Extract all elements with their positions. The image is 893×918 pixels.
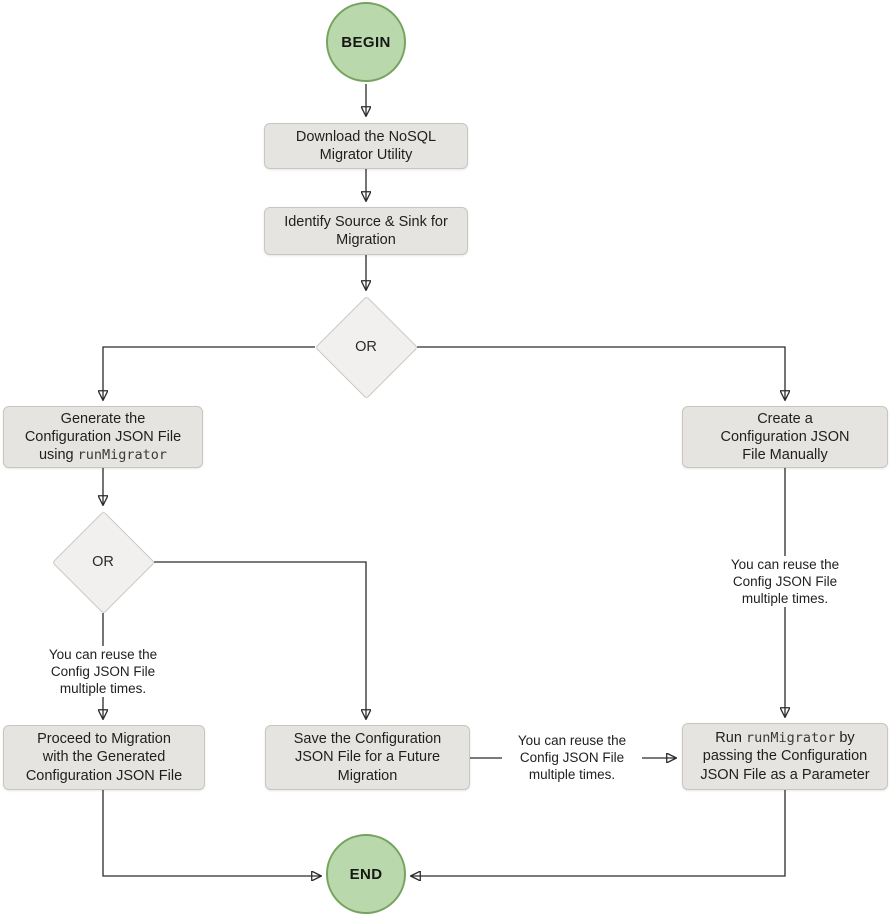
run-migrator-text: by (835, 730, 855, 747)
create-config-line: Create a (757, 410, 813, 427)
save-config-line: Save the Configuration (293, 731, 442, 748)
reuse-note-center: You can reuse the Config JSON File multi… (502, 732, 642, 783)
reuse-note-line: Config JSON File (519, 750, 625, 765)
connector-run-end (412, 790, 786, 876)
download-utility-node: Download the NoSQL Migrator Utility (264, 123, 468, 169)
create-config-line: Configuration JSON (720, 428, 850, 445)
reuse-note-line: You can reuse the (517, 733, 627, 748)
run-migrator-line: JSON File as a Parameter (700, 766, 870, 783)
or-decision-1-label: OR (355, 339, 377, 355)
run-migrator-line: passing the Configuration (702, 748, 868, 765)
run-migrator-code: runMigrator (745, 730, 836, 747)
proceed-migration-line: Proceed to Migration (37, 731, 171, 748)
reuse-note-line: Config JSON File (732, 574, 838, 589)
identify-source-sink-line: Migration (336, 232, 396, 248)
identify-source-sink-line: Identify Source & Sink for (284, 213, 448, 230)
run-migrator-node: Run runMigrator by passing the Configura… (682, 723, 888, 790)
begin-label: BEGIN (341, 33, 391, 51)
run-migrator-code: runMigrator (77, 447, 168, 464)
connector-or2-save (154, 561, 366, 718)
generate-config-line: using runMigrator (39, 446, 167, 464)
connector-or-create (417, 346, 785, 399)
save-config-node: Save the Configuration JSON File for a F… (265, 725, 470, 790)
reuse-note-line: multiple times. (528, 767, 616, 782)
reuse-note-line: You can reuse the (730, 557, 840, 572)
begin-node: BEGIN (326, 2, 406, 82)
run-migrator-text: Run (715, 730, 746, 747)
end-node: END (326, 834, 406, 914)
reuse-note-left: You can reuse the Config JSON File multi… (33, 646, 173, 697)
reuse-note-line: You can reuse the (48, 647, 158, 662)
proceed-migration-line: Configuration JSON File (25, 767, 183, 784)
or-decision-2: OR (51, 510, 156, 615)
generate-config-line: Configuration JSON File (24, 428, 182, 445)
reuse-note-line: multiple times. (59, 681, 147, 696)
identify-source-sink-node: Identify Source & Sink for Migration (264, 207, 468, 255)
download-utility-line: Download the NoSQL (295, 128, 437, 145)
generate-config-text: using (38, 447, 78, 464)
download-utility-line: Migrator Utility (319, 147, 413, 163)
proceed-migration-node: Proceed to Migration with the Generated … (3, 725, 205, 790)
generate-config-node: Generate the Configuration JSON File usi… (3, 406, 203, 468)
reuse-note-line: Config JSON File (50, 664, 156, 679)
save-config-line: JSON File for a Future (294, 749, 441, 766)
connector-proceed-end (102, 790, 320, 876)
or-decision-1: OR (314, 295, 419, 400)
reuse-note-line: multiple times. (741, 591, 829, 606)
proceed-migration-line: with the Generated (42, 749, 166, 766)
connector-or-generate (103, 346, 315, 399)
create-config-node: Create a Configuration JSON File Manuall… (682, 406, 888, 468)
or-decision-2-label: OR (92, 554, 114, 570)
run-migrator-line: Run runMigrator by (715, 729, 854, 747)
end-label: END (349, 865, 383, 883)
save-config-line: Migration (337, 767, 398, 784)
generate-config-line: Generate the (60, 410, 146, 427)
reuse-note-right: You can reuse the Config JSON File multi… (715, 556, 855, 607)
create-config-line: File Manually (742, 447, 828, 464)
